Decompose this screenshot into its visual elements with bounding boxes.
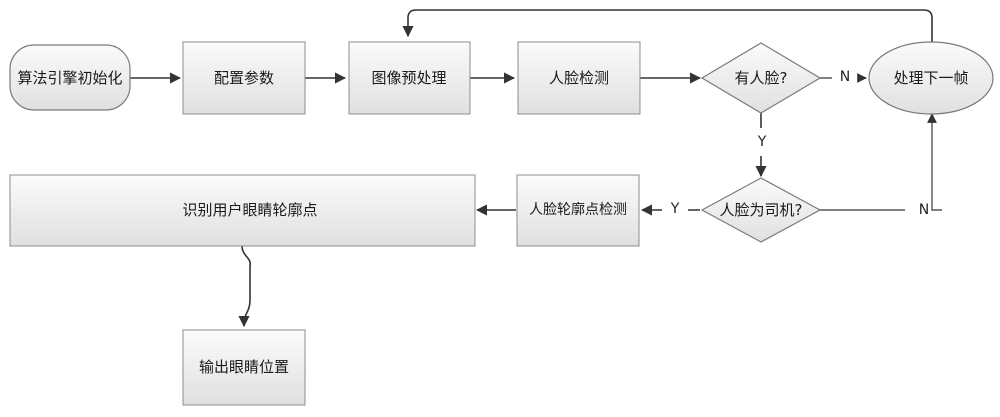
config-label: 配置参数 [214,69,274,87]
node-face-detect: 人脸检测 [518,42,640,114]
face-detect-label: 人脸检测 [549,69,609,87]
node-has-face: 有人脸? [702,43,820,113]
node-eye-contour: 识别用户眼睛轮廓点 [10,175,475,246]
node-next-frame: 处理下一帧 [869,42,993,114]
node-output: 输出眼睛位置 [183,330,305,405]
edge-nextframe-loop-to-preprocess [408,10,932,42]
edge-eyecontour-to-output [242,246,250,326]
eye-contour-label: 识别用户眼睛轮廓点 [182,201,317,219]
has-face-yes-label: Y [757,134,767,150]
output-label: 输出眼睛位置 [199,358,289,376]
node-is-driver: 人脸为司机? [702,178,820,242]
is-driver-yes-label: Y [670,201,680,217]
has-face-label: 有人脸? [735,69,788,87]
contour-detect-label: 人脸轮廓点检测 [529,201,627,218]
node-init: 算法引擎初始化 [10,45,130,110]
next-frame-label: 处理下一帧 [893,69,968,87]
has-face-no-label: N [840,69,850,85]
node-config: 配置参数 [183,42,305,114]
is-driver-label: 人脸为司机? [720,201,803,219]
init-label: 算法引擎初始化 [17,69,122,87]
is-driver-no-label: N [919,202,929,218]
preprocess-label: 图像预处理 [371,69,446,87]
node-preprocess: 图像预处理 [349,42,470,114]
edge-isdriver-no-to-nextframe [818,114,942,210]
node-contour-detect: 人脸轮廓点检测 [517,175,639,246]
